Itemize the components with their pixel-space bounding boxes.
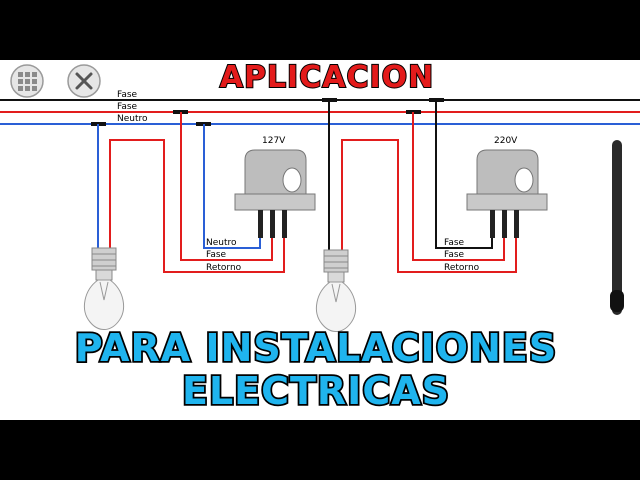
right-retorno-label: Retorno <box>444 263 480 273</box>
left-voltage-label: 127V <box>262 136 286 146</box>
canvas <box>0 60 640 420</box>
right-fase2-label: Fase <box>444 250 465 260</box>
main-fase1-label: Fase <box>117 90 138 100</box>
grid-icon <box>18 72 37 91</box>
vertical-scrollbar[interactable] <box>610 140 624 315</box>
close-icon <box>75 72 93 90</box>
grid-menu-button[interactable] <box>10 64 44 98</box>
close-button[interactable] <box>67 64 101 98</box>
main-neutro-label: Neutro <box>117 114 148 124</box>
left-photocell-sensor <box>234 149 316 238</box>
left-retorno-label: Retorno <box>206 263 242 273</box>
left-neutro-label: Neutro <box>206 238 237 248</box>
right-voltage-label: 220V <box>494 136 518 146</box>
right-retorno-wire <box>341 139 517 273</box>
right-fase1-wire <box>435 100 493 249</box>
left-fase-wire <box>180 112 273 261</box>
right-photocell-sensor <box>466 149 548 238</box>
main-fase2-label: Fase <box>117 102 138 112</box>
left-bulb <box>83 247 125 330</box>
app-title: APLICACION <box>220 60 435 95</box>
footer-title-line2: ELECTRICAS <box>182 369 450 413</box>
right-bulb <box>315 249 357 332</box>
left-fase-label: Fase <box>206 250 227 260</box>
right-fase1-label: Fase <box>444 238 465 248</box>
left-retorno-wire <box>109 139 285 273</box>
left-neutro-wire <box>203 124 261 249</box>
right-fase2-wire <box>412 112 505 261</box>
footer-title-line1: PARA INSTALACIONES <box>75 326 557 370</box>
